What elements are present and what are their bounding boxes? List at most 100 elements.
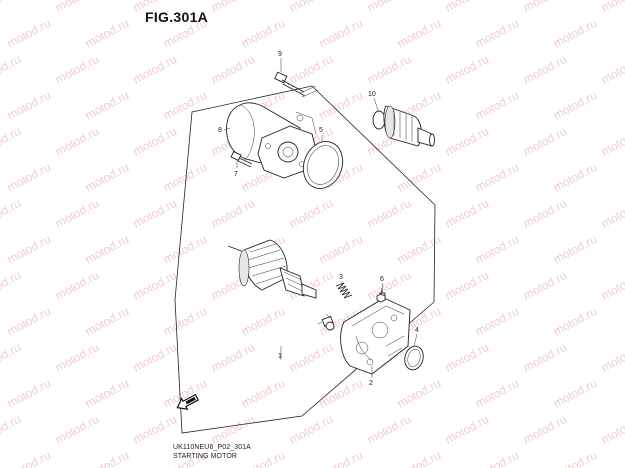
watermark-text: motod.ru xyxy=(443,340,491,375)
watermark-text: motod.ru xyxy=(53,412,101,447)
watermark-text: motod.ru xyxy=(5,376,53,411)
callout-10: 10 xyxy=(368,91,376,98)
callout-6: 6 xyxy=(380,276,384,283)
callout-labels: 9 7 5 10 3 6 4 2 1 8 xyxy=(218,51,419,387)
watermark-text: motod.ru xyxy=(287,0,335,15)
watermark-text: motod.ru xyxy=(209,0,257,15)
watermark-text: motod.ru xyxy=(521,124,569,159)
watermark-text: motod.ru xyxy=(317,16,365,51)
callout-1: 1 xyxy=(278,353,282,360)
callout-3: 3 xyxy=(339,274,343,281)
watermark-text: motod.ru xyxy=(83,16,131,51)
watermark-text: motod.ru xyxy=(551,232,599,267)
watermark-text: motod.ru xyxy=(443,412,491,447)
callout-8: 8 xyxy=(218,127,222,134)
watermark-text: motod.ru xyxy=(5,448,53,468)
watermark-text: motod.ru xyxy=(443,196,491,231)
watermark-text: motod.ru xyxy=(473,16,521,51)
watermark-text: motod.ru xyxy=(83,376,131,411)
watermark-text: motod.ru xyxy=(0,52,23,87)
watermark-text: motod.ru xyxy=(83,304,131,339)
watermark-text: motod.ru xyxy=(0,268,23,303)
part-7-bolt[interactable] xyxy=(230,150,253,168)
watermark-text: motod.ru xyxy=(599,124,625,159)
watermark-text: motod.ru xyxy=(5,88,53,123)
watermark-text: motod.ru xyxy=(53,196,101,231)
figure-code-caption: UK110NEU6_P02_301A xyxy=(173,444,251,451)
watermark-text: motod.ru xyxy=(239,376,287,411)
watermark-text: motod.ru xyxy=(317,376,365,411)
watermark-text: motod.ru xyxy=(131,340,179,375)
watermark-text: motod.ru xyxy=(53,124,101,159)
watermark-text: motod.ru xyxy=(473,88,521,123)
watermark-text: motod.ru xyxy=(599,196,625,231)
watermark-text: motod.ru xyxy=(365,52,413,87)
watermark-text: motod.ru xyxy=(395,16,443,51)
callout-5: 5 xyxy=(319,127,323,134)
watermark-text: motod.ru xyxy=(131,268,179,303)
watermark-text: motod.ru xyxy=(0,196,23,231)
part-10-starter-clutch[interactable] xyxy=(372,105,435,147)
callout-7: 7 xyxy=(234,171,238,178)
part-3-spring[interactable] xyxy=(335,282,353,299)
watermark-text: motod.ru xyxy=(83,88,131,123)
part-2-end-cover[interactable] xyxy=(340,288,411,375)
watermark-text: motod.ru xyxy=(551,448,599,468)
watermark-text: motod.ru xyxy=(287,52,335,87)
watermark-text: motod.ru xyxy=(551,304,599,339)
watermark-text: motod.ru xyxy=(443,124,491,159)
watermark-text: motod.ru xyxy=(443,0,491,15)
watermark-text: motod.ru xyxy=(521,340,569,375)
part-5-o-ring[interactable] xyxy=(297,136,349,194)
watermark-text: motod.ru xyxy=(365,268,413,303)
watermark-text: motod.ru xyxy=(287,196,335,231)
watermark-text: motod.ru xyxy=(0,0,23,15)
watermark-text: motod.ru xyxy=(473,304,521,339)
figure-name-caption: STARTING MOTOR xyxy=(173,453,238,460)
watermark-text: motod.ru xyxy=(599,52,625,87)
part-8-motor-housing[interactable] xyxy=(226,102,317,179)
watermark-text: motod.ru xyxy=(131,412,179,447)
watermark-text: motod.ru xyxy=(0,124,23,159)
watermark-text: motod.ru xyxy=(209,196,257,231)
watermark-text: motod.ru xyxy=(131,52,179,87)
watermark-text: motod.ru xyxy=(443,52,491,87)
watermark-text: motod.ru xyxy=(239,304,287,339)
watermark-text: motod.ru xyxy=(395,448,443,468)
watermark-text: motod.ru xyxy=(53,268,101,303)
brush-part[interactable] xyxy=(317,313,335,331)
watermark-text: motod.ru xyxy=(365,412,413,447)
watermark-text: motod.ru xyxy=(209,412,257,447)
part-4-o-ring[interactable] xyxy=(402,344,426,372)
watermark-text: motod.ru xyxy=(161,232,209,267)
part-9-bolt[interactable] xyxy=(274,71,306,97)
watermark-text: motod.ru xyxy=(0,412,23,447)
watermark-text: motod.ru xyxy=(287,340,335,375)
watermark-text: motod.ru xyxy=(209,52,257,87)
watermark-text: motod.ru xyxy=(83,448,131,468)
watermark-text: motod.ru xyxy=(53,52,101,87)
callout-4: 4 xyxy=(415,327,419,334)
watermark-text: motod.ru xyxy=(443,268,491,303)
watermark-text: motod.ru xyxy=(599,0,625,15)
part-6-nut[interactable] xyxy=(376,293,386,303)
watermark-text: motod.ru xyxy=(599,412,625,447)
watermark-text: motod.ru xyxy=(395,232,443,267)
watermark-text: motod.ru xyxy=(5,304,53,339)
watermark-text: motod.ru xyxy=(551,376,599,411)
watermark-text: motod.ru xyxy=(473,160,521,195)
watermark-text: motod.ru xyxy=(521,0,569,15)
watermark-text: motod.ru xyxy=(473,448,521,468)
watermark-text: motod.ru xyxy=(317,448,365,468)
part-1-armature[interactable] xyxy=(227,239,317,299)
watermark-text: motod.ru xyxy=(521,268,569,303)
watermark-text: motod.ru xyxy=(551,160,599,195)
watermark-text: motod.ru xyxy=(83,232,131,267)
watermark-text: motod.ru xyxy=(83,160,131,195)
watermark-text: motod.ru xyxy=(5,160,53,195)
front-direction-arrow-icon xyxy=(176,393,200,410)
watermark-text: motod.ru xyxy=(599,340,625,375)
figure-title: FIG.301A xyxy=(145,9,209,25)
watermark-text: motod.ru xyxy=(317,88,365,123)
